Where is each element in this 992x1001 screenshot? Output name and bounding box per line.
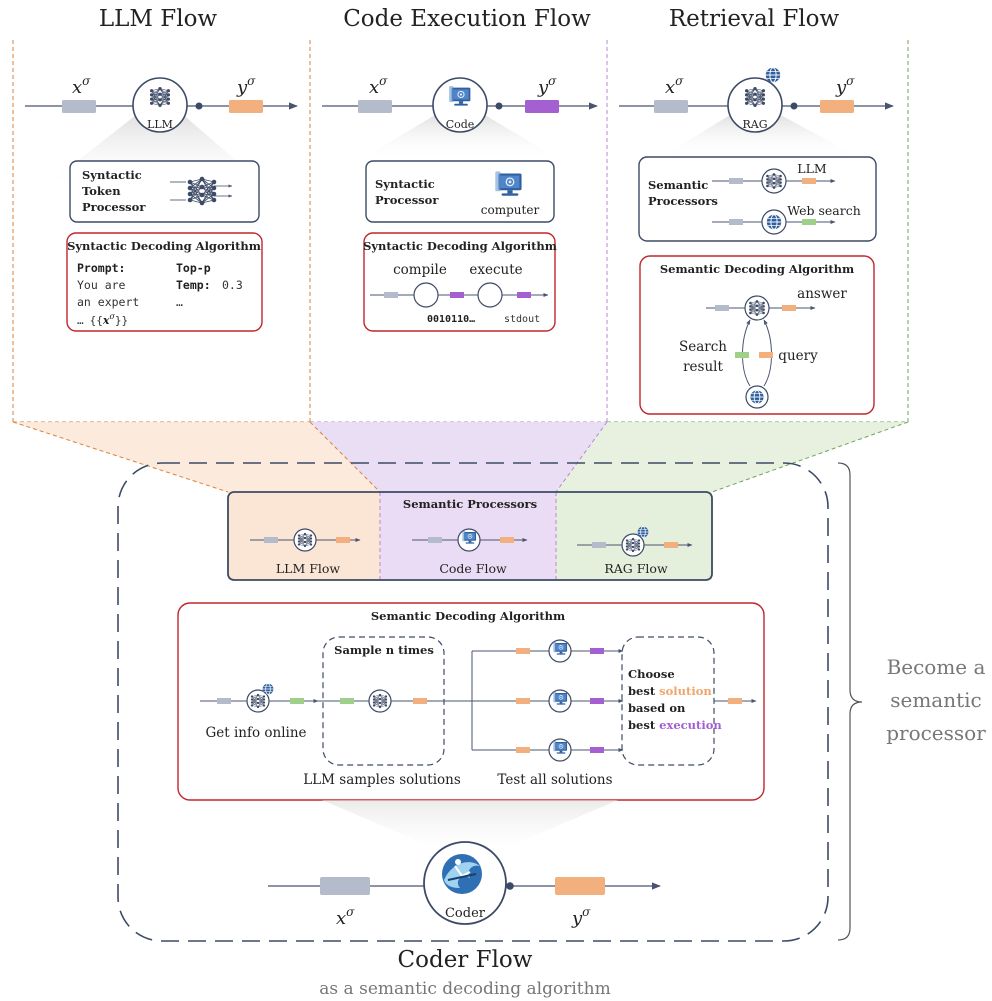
processor-line-1: Semantic (648, 178, 708, 192)
llm-flow-title: LLM Flow (99, 6, 218, 32)
retrieval-flow-column: xσ RAG yσ Semantic Processors LLM Web se… (619, 67, 894, 415)
x-sigma-label: xσ (72, 74, 91, 98)
syntactic-token-processor-box (69, 160, 260, 223)
syntactic-decoding-box-code (363, 232, 556, 332)
x-token (654, 100, 688, 113)
algo-title: Syntactic Decoding Algorithm (363, 239, 557, 253)
choose-line-1: Choose (628, 667, 675, 681)
prompt-label: Prompt: (77, 261, 125, 275)
code-node-label: Code (446, 118, 475, 131)
code-flow-column: xσ Code yσ Syntactic Processor computer … (322, 74, 598, 332)
algo-title: Syntactic Decoding Algorithm (67, 239, 261, 253)
query-label: query (778, 348, 818, 364)
web-search-label: Web search (787, 203, 861, 218)
get-info-label: Get info online (205, 725, 306, 741)
processor-line-1: Syntactic (375, 177, 435, 191)
rag-flow-item: RAG Flow (604, 561, 668, 576)
execute-node (477, 282, 503, 308)
coder-node-label: Coder (445, 906, 486, 921)
binary-output: 0010110… (427, 314, 475, 325)
processor-line-2: Processors (648, 194, 718, 208)
syntactic-decoding-box-llm (66, 232, 263, 332)
semantic-decoding-box-rag (639, 255, 875, 415)
computer-label: computer (481, 203, 540, 217)
stdout-label: stdout (504, 314, 540, 325)
top-p-label: Top-p (176, 261, 211, 275)
algo-title: Semantic Decoding Algorithm (660, 262, 854, 276)
coder-semantic-decoding-box: Semantic Decoding Algorithm Get info onl… (177, 602, 765, 801)
x-token (358, 100, 392, 113)
semantic-processors-title: Semantic Processors (403, 497, 537, 511)
sample-n-label: Sample n times (334, 643, 434, 657)
coder-flow-box (117, 462, 829, 942)
prompt-line-2: an expert (77, 295, 139, 309)
semantic-processors-box-rag (638, 156, 877, 242)
become-line-3: processor (886, 721, 986, 745)
coder-node-row: xσ Coder yσ (268, 800, 661, 929)
llm-samples-label: LLM samples solutions (303, 772, 461, 788)
semantic-processors-panel: Semantic Processors LLM Flow Code Flow R… (227, 491, 713, 581)
y-token (820, 100, 854, 113)
llm-label: LLM (797, 161, 827, 176)
coder-flow-title: Coder Flow (398, 947, 533, 973)
temp-value: 0.3 (222, 278, 243, 292)
right-brace (837, 462, 863, 941)
execute-label: execute (469, 262, 522, 278)
coder-flow-subtitle: as a semantic decoding algorithm (319, 979, 610, 999)
compile-node (413, 282, 439, 308)
y-sigma-label: yσ (835, 74, 855, 98)
answer-label: answer (797, 286, 847, 302)
retrieval-flow-title: Retrieval Flow (669, 6, 840, 32)
become-line-1: Become a (887, 655, 986, 679)
llm-flow-column: xσ LLM yσ Syntactic Token Processor Synt… (25, 74, 298, 332)
y-token (525, 100, 559, 113)
llm-node-label: LLM (147, 118, 173, 131)
temp-label: Temp: (176, 278, 211, 292)
y-sigma-label: yσ (236, 74, 256, 98)
choose-line-3: based on (628, 701, 686, 715)
search-result-line-1: Search (679, 339, 727, 355)
rag-node-label: RAG (742, 118, 767, 131)
more-params: … (176, 295, 183, 309)
processor-line-2: Token (82, 184, 121, 198)
x-sigma-label: xσ (369, 74, 388, 98)
coder-algo-title: Semantic Decoding Algorithm (371, 609, 565, 623)
funnel-shapes (12, 421, 909, 493)
y-sigma-label: yσ (537, 74, 557, 98)
search-result-line-2: result (683, 359, 723, 375)
test-all-label: Test all solutions (497, 772, 612, 788)
x-sigma-label: xσ (665, 74, 684, 98)
code-flow-title: Code Execution Flow (343, 6, 591, 32)
processor-line-2: Processor (375, 193, 439, 207)
prompt-line-1: You are (77, 278, 126, 292)
compile-label: compile (393, 262, 447, 278)
y-token (229, 100, 263, 113)
processor-line-3: Processor (82, 200, 146, 214)
surfer-wave-icon (442, 854, 482, 894)
prompt-template-var: …{{xσ}} (77, 312, 128, 327)
coder-x-sigma-label: xσ (336, 905, 355, 929)
coder-y-sigma-label: yσ (571, 905, 591, 929)
code-flow-item: Code Flow (439, 561, 507, 576)
processor-line-1: Syntactic (82, 168, 142, 182)
llm-flow-item: LLM Flow (276, 561, 341, 576)
become-line-2: semantic (890, 688, 982, 712)
x-token (62, 100, 96, 113)
